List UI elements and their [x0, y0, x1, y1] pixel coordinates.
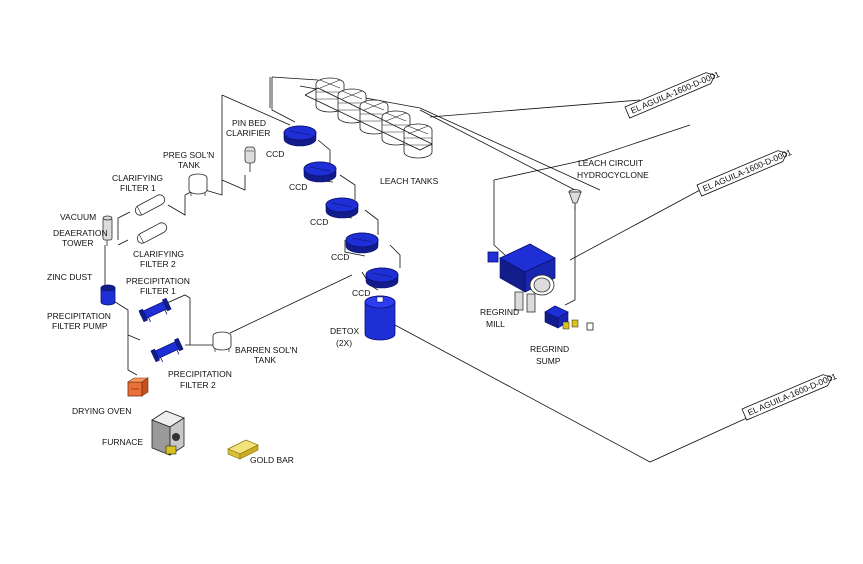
clarifying-filter-2 — [136, 222, 168, 244]
leach-tank — [359, 99, 389, 135]
vacuum-label: VACUUM — [60, 212, 96, 222]
precip-pump-label-2: FILTER PUMP — [52, 321, 108, 331]
barren-tank-label-1: BARREN SOL'N — [235, 345, 298, 355]
preg-tank-label-2: TANK — [178, 160, 200, 170]
deaeration-label-1: DEAERATION — [53, 228, 108, 238]
precip-filter-1-label-1: PRECIPITATION — [126, 276, 190, 286]
barren-solution-tank — [212, 331, 232, 352]
leach-tank — [337, 88, 367, 124]
preg-tank-label-1: PREG SOL'N — [163, 150, 214, 160]
ccd-thickener — [345, 232, 379, 254]
leach-tanks-label: LEACH TANKS — [380, 176, 439, 186]
leach-tank — [403, 123, 433, 159]
detox-label-1: DETOX — [330, 326, 359, 336]
precip-filter-2-label-1: PRECIPITATION — [168, 369, 232, 379]
ccd-label-2: CCD — [289, 182, 307, 192]
furnace — [151, 410, 185, 456]
ccd-label-3: CCD — [310, 217, 328, 227]
regrind-mill-label-1: REGRIND — [480, 307, 519, 317]
deaeration-label-2: TOWER — [62, 238, 93, 248]
hydrocyclone-label-1: LEACH CIRCUIT — [578, 158, 643, 168]
pin-bed-label-1: PIN BED — [232, 118, 266, 128]
precipitation-filter-1 — [138, 297, 172, 323]
detox-tank — [364, 295, 396, 341]
ccd-thickener — [283, 125, 317, 147]
gold-bar — [227, 439, 259, 460]
deaeration-tower — [102, 215, 113, 246]
pin-bed-clarifier — [244, 146, 256, 172]
preg-solution-tank — [188, 173, 208, 196]
reference-tag-text: EL AGUILA-1600-D-0001 — [746, 371, 838, 418]
leach-tanks — [304, 77, 433, 159]
piping-lines — [104, 76, 761, 463]
regrind-sump — [544, 305, 594, 331]
detox-label-2: (2X) — [336, 338, 352, 348]
hydrocyclone-label-2: HYDROCYCLONE — [577, 170, 649, 180]
ccd-thickener — [325, 197, 359, 219]
leach-circuit-hydrocyclone — [568, 189, 582, 210]
reference-tag: EL AGUILA-1600-D-0001 — [696, 147, 793, 197]
precipitation-filter-2 — [150, 337, 184, 363]
regrind-mill-label-2: MILL — [486, 319, 505, 329]
furnace-label: FURNACE — [102, 437, 143, 447]
reference-tag-text: EL AGUILA-1600-D-0001 — [701, 147, 793, 194]
reference-tag: EL AGUILA-1600-D-0001 — [741, 371, 838, 421]
ccd-label-5: CCD — [352, 288, 370, 298]
reference-tag-text: EL AGUILA-1600-D-0001 — [629, 69, 721, 116]
ccd-thickener — [365, 267, 399, 289]
precip-filter-1-label-2: FILTER 1 — [140, 286, 176, 296]
regrind-sump-label-1: REGRIND — [530, 344, 569, 354]
reference-tag: EL AGUILA-1600-D-0001 — [624, 69, 721, 119]
precip-filter-2-label-2: FILTER 2 — [180, 380, 216, 390]
clarifying-filter-2-label-1: CLARIFYING — [133, 249, 184, 259]
gold-bar-label: GOLD BAR — [250, 455, 294, 465]
ccd-thickener — [303, 161, 337, 183]
precip-pump-label-1: PRECIPITATION — [47, 311, 111, 321]
clarifying-filter-1-label-2: FILTER 1 — [120, 183, 156, 193]
drying-oven-label: DRYING OVEN — [72, 406, 131, 416]
clarifying-filter-2-label-2: FILTER 2 — [140, 259, 176, 269]
regrind-sump-label-2: SUMP — [536, 356, 561, 366]
leach-tank — [381, 110, 411, 146]
clarifying-filter-1-label-1: CLARIFYING — [112, 173, 163, 183]
zinc-dust-label: ZINC DUST — [47, 272, 92, 282]
pin-bed-label-2: CLARIFIER — [226, 128, 270, 138]
precipitation-filter-pump — [100, 284, 116, 306]
barren-tank-label-2: TANK — [254, 355, 276, 365]
drying-oven — [127, 377, 149, 397]
clarifying-filter-1 — [134, 194, 166, 216]
ccd-label-1: CCD — [266, 149, 284, 159]
regrind-mill — [487, 243, 556, 313]
ccd-label-4: CCD — [331, 252, 349, 262]
